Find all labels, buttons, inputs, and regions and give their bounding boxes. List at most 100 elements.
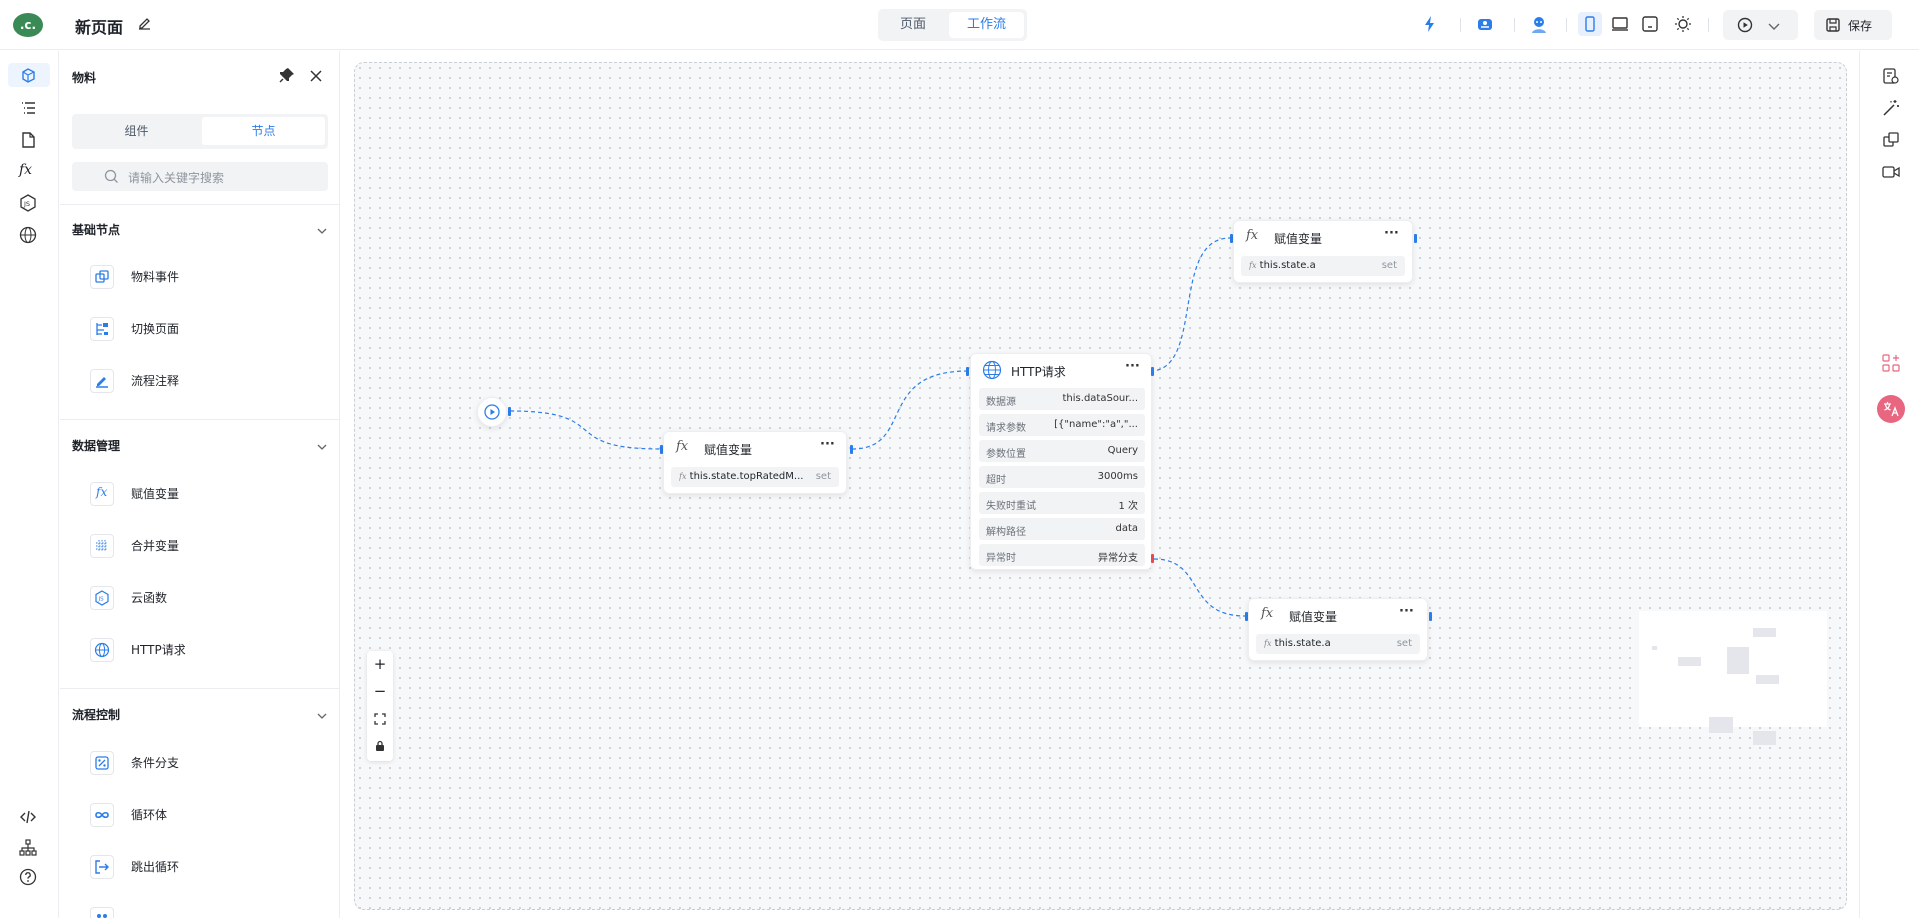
tablet-view-icon[interactable]	[1641, 15, 1659, 37]
separator	[1514, 18, 1515, 32]
port-error-out[interactable]	[1151, 554, 1154, 563]
assign-variable-node-bottom[interactable]: fx 赋值变量 ··· fx this.state.a set	[1248, 598, 1428, 661]
translate-icon[interactable]	[1877, 395, 1905, 423]
desktop-view-icon[interactable]	[1611, 15, 1629, 37]
material-event-icon	[90, 265, 114, 289]
settings-doc-icon[interactable]	[1882, 67, 1900, 89]
assign-variable-node[interactable]: fx 赋值变量 ··· fx this.state.topRatedM... s…	[663, 431, 847, 494]
panel-tabs: 组件 节点	[72, 114, 328, 149]
fx-icon: fx	[676, 439, 689, 454]
page-icon[interactable]	[19, 131, 37, 153]
connection-lines	[509, 237, 1246, 617]
start-node[interactable]	[477, 397, 507, 427]
port-out[interactable]	[1429, 612, 1432, 621]
node-item-label: 合并变量	[131, 539, 180, 553]
merge-icon	[90, 534, 114, 558]
row-key: fx this.state.topRatedM...	[679, 471, 804, 482]
close-icon[interactable]	[309, 68, 323, 87]
lock-button[interactable]	[367, 733, 393, 760]
tab-nodes[interactable]: 节点	[202, 117, 325, 145]
break-loop-icon	[90, 855, 114, 879]
fx-icon: fx	[1246, 228, 1259, 243]
zoom-out-button[interactable]: −	[373, 682, 387, 700]
workflow-canvas[interactable]: fx 赋值变量 ··· fx this.state.topRatedM... s…	[354, 62, 1847, 910]
function-icon[interactable]: fx	[19, 162, 33, 178]
help-icon[interactable]	[19, 868, 37, 890]
chevron-down-icon[interactable]	[316, 438, 328, 457]
http-row: 异常时异常分支	[979, 544, 1145, 566]
edit-title-icon[interactable]	[137, 16, 153, 36]
magic-wand-icon[interactable]	[1882, 99, 1900, 121]
lightning-icon[interactable]	[1422, 15, 1438, 37]
search-input[interactable]: 请输入关键字搜索	[72, 162, 328, 191]
code-icon[interactable]	[19, 808, 37, 830]
lock-icon	[376, 740, 384, 751]
chevron-down-icon[interactable]	[316, 222, 328, 241]
tab-components[interactable]: 组件	[124, 124, 149, 138]
port-out[interactable]	[1414, 234, 1417, 243]
js-icon: JS	[90, 586, 114, 610]
js-icon[interactable]: JS	[19, 194, 37, 216]
tree-icon[interactable]	[19, 839, 37, 861]
assign-variable-node-top[interactable]: fx 赋值变量 ··· fx this.state.a set	[1233, 220, 1413, 283]
preview-button[interactable]	[1723, 10, 1798, 40]
save-button[interactable]: 保存	[1814, 10, 1892, 40]
port-in[interactable]	[966, 367, 969, 376]
panel-title: 物料	[72, 71, 97, 85]
node-title: 赋值变量	[1289, 610, 1338, 624]
port-out[interactable]	[508, 407, 511, 416]
play-icon	[484, 404, 500, 420]
more-icon[interactable]: ···	[1384, 226, 1399, 241]
zoom-in-button[interactable]: +	[373, 655, 387, 673]
separator	[1708, 18, 1709, 32]
divider	[60, 419, 339, 420]
save-label: 保存	[1848, 19, 1873, 33]
search-placeholder: 请输入关键字搜索	[128, 171, 225, 185]
pin-icon[interactable]	[279, 67, 295, 87]
group-title-basic: 基础节点	[72, 223, 121, 237]
edge-http-error-to-bottom	[1153, 558, 1246, 617]
svg-text:JS: JS	[98, 597, 105, 603]
more-icon[interactable]: ···	[820, 437, 835, 452]
port-in[interactable]	[660, 445, 663, 454]
more-icon[interactable]: ···	[1399, 604, 1414, 619]
copy-icon[interactable]	[1882, 131, 1900, 153]
outline-list-icon[interactable]	[19, 99, 37, 121]
port-out[interactable]	[850, 445, 853, 454]
chevron-down-icon[interactable]	[316, 707, 328, 726]
minimap[interactable]	[1639, 611, 1827, 745]
fit-view-button[interactable]	[367, 706, 393, 733]
switch-page-icon	[90, 317, 114, 341]
loop-icon	[90, 803, 114, 827]
node-title: 赋值变量	[1274, 232, 1323, 246]
theme-sun-icon[interactable]	[1674, 15, 1692, 37]
port-in[interactable]	[1230, 234, 1233, 243]
port-out[interactable]	[1151, 367, 1154, 376]
tab-workflow[interactable]: 工作流	[949, 12, 1024, 38]
fx-icon: fx	[90, 482, 114, 506]
http-icon	[90, 638, 114, 662]
node-item-label: 云函数	[131, 591, 168, 605]
node-item-label: 赋值变量	[131, 487, 180, 501]
ai-assistant-icon[interactable]	[1529, 15, 1549, 39]
http-icon[interactable]	[19, 226, 37, 248]
tab-page[interactable]: 页面	[899, 17, 926, 32]
more-icon[interactable]: ···	[1125, 359, 1140, 374]
node-title: 赋值变量	[704, 443, 753, 457]
port-in[interactable]	[1245, 612, 1248, 621]
publish-icon[interactable]	[1476, 15, 1494, 37]
material-icon[interactable]	[8, 63, 50, 87]
row-key: fx this.state.a	[1249, 260, 1316, 271]
row-op: set	[1396, 638, 1412, 649]
zoom-controls: + −	[367, 651, 393, 761]
ai-grid-icon[interactable]	[1882, 354, 1900, 376]
node-item-label: HTTP请求	[131, 643, 186, 657]
video-icon[interactable]	[1882, 163, 1900, 185]
mobile-view-icon[interactable]	[1578, 12, 1602, 36]
edge-assign-to-http	[851, 370, 969, 450]
http-icon	[982, 360, 1002, 380]
node-item-label: 循环体	[131, 808, 168, 822]
